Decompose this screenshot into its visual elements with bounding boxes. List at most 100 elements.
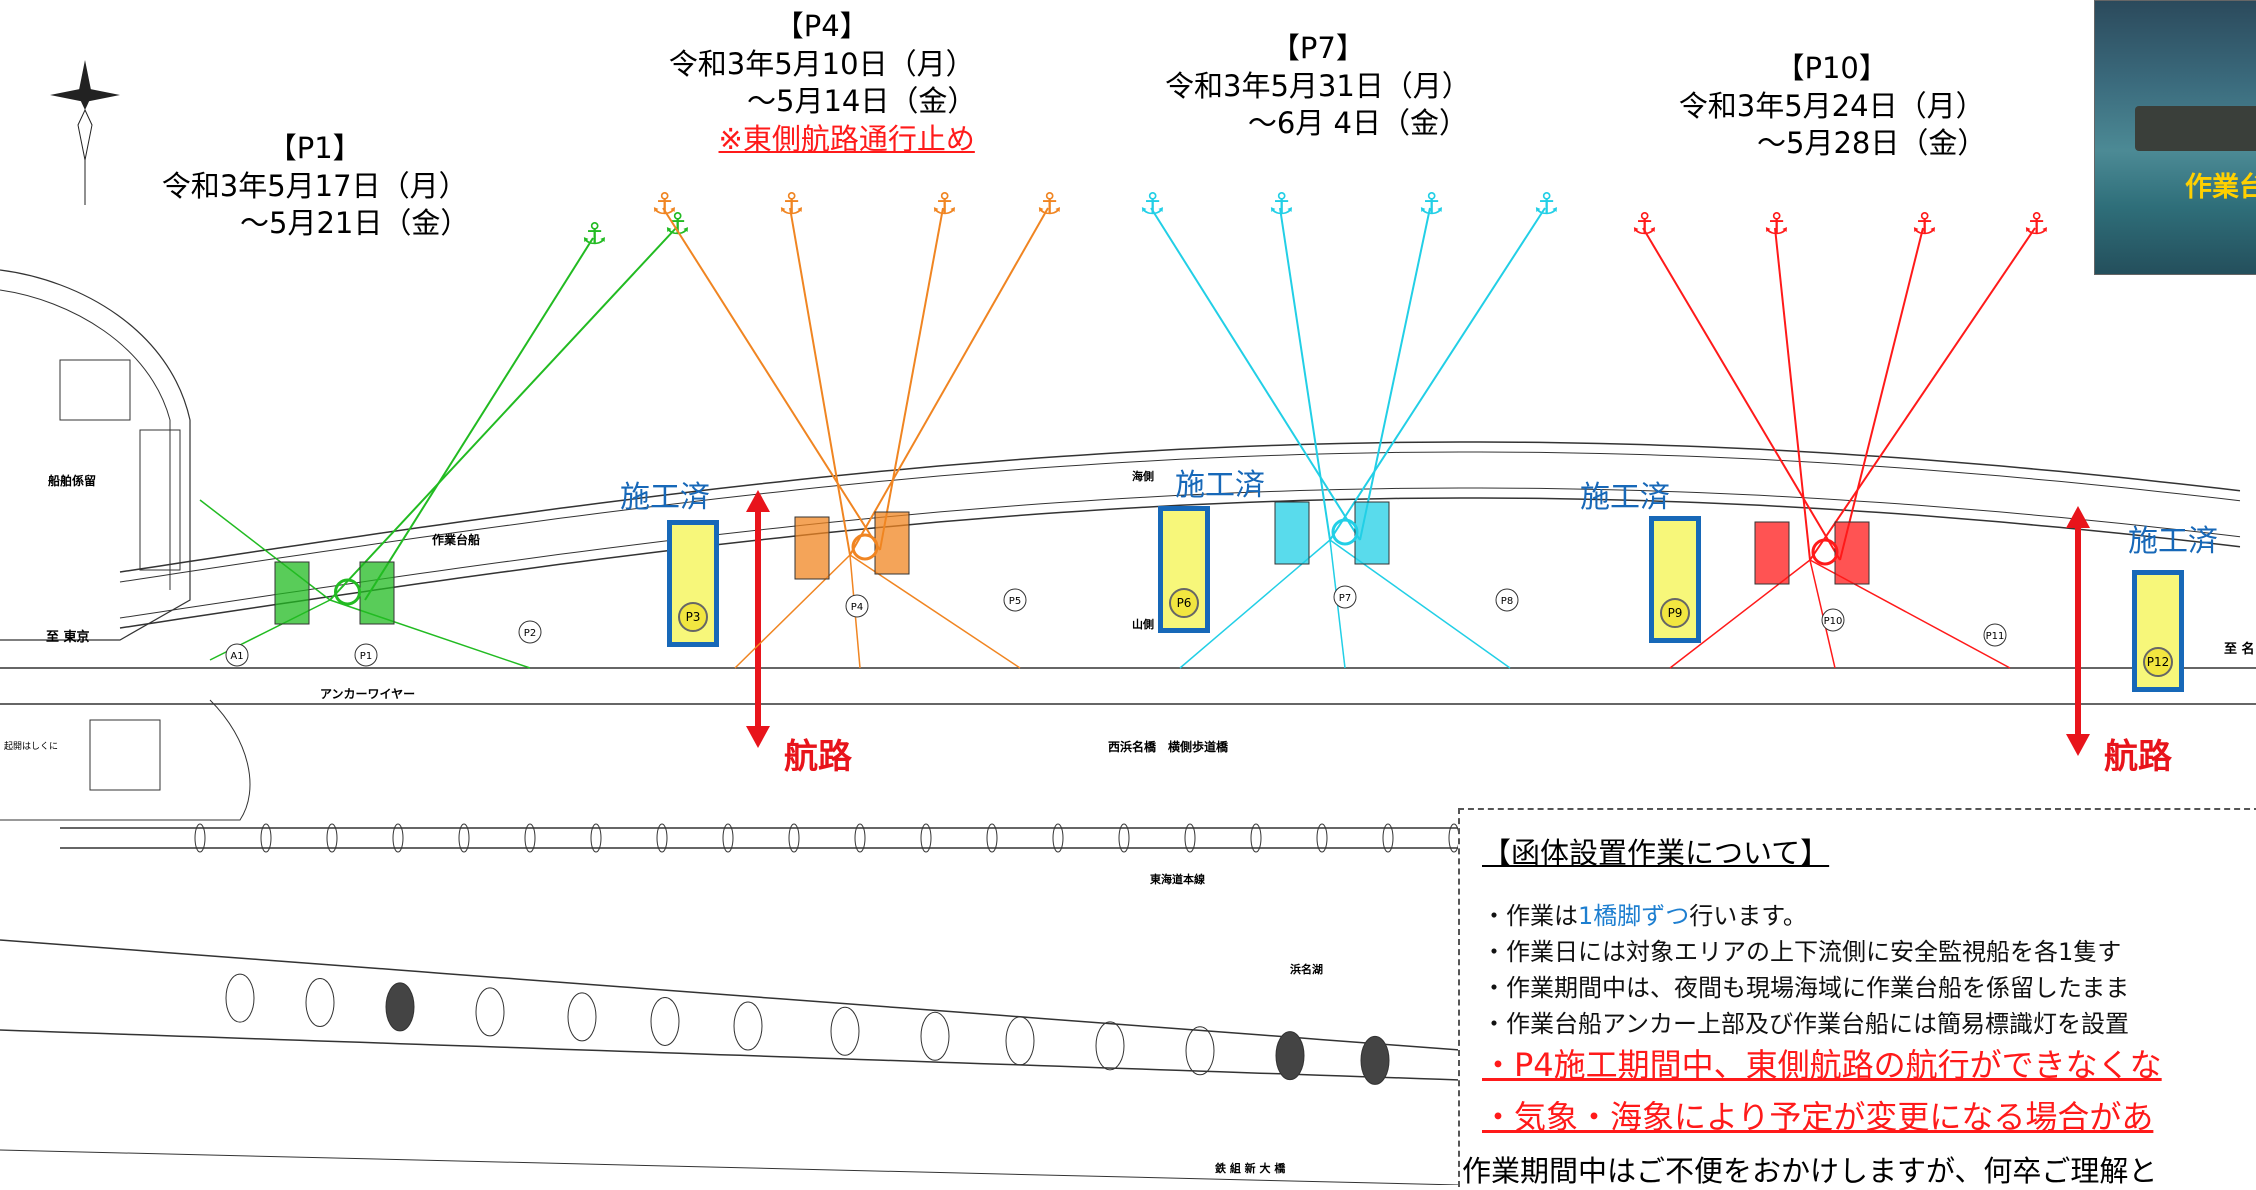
photo-caption: 作業台: [2185, 172, 2256, 203]
anchor-icon: ⚓: [664, 207, 691, 242]
completed-pier-p3: P3: [667, 520, 719, 647]
info-item: ・作業期間中は、夜間も現場海域に作業台船を係留したまま: [1482, 968, 2129, 1003]
completed-label-p3: 施工済: [620, 480, 710, 515]
work-barge: [1754, 521, 1790, 585]
railway-pier: [1118, 823, 1130, 853]
anchor-wire: [1329, 207, 1546, 541]
anchor-icon: ⚓: [1418, 187, 1445, 222]
anchor-icon: ⚓: [1139, 187, 1166, 222]
railway-pier: [788, 823, 800, 853]
work-barge: [359, 561, 395, 625]
railway-pier: [722, 823, 734, 853]
pier-tag: [1495, 588, 1519, 612]
new-bridge-pier: [1095, 1021, 1125, 1071]
label-misc: 起開はしくに: [4, 742, 59, 752]
info-title: 【函体設置作業について】: [1482, 836, 1830, 870]
anchor-icon: ⚓: [931, 187, 958, 222]
new-bridge-pier: [567, 992, 597, 1042]
label-boat-storage: 船舶係留: [48, 474, 97, 488]
completed-label-p9: 施工済: [1580, 480, 1670, 515]
info-item: ・作業台船アンカー上部及び作業台船には簡易標識灯を設置: [1482, 1004, 2129, 1039]
building: [89, 719, 161, 791]
phase-end: 〜5月21日（金）: [240, 206, 470, 241]
railway-pier: [1184, 823, 1196, 853]
pier-tag: [1821, 608, 1845, 632]
info-item-text: ・作業は: [1482, 902, 1578, 930]
info-item-text: ・作業期間中は、夜間も現場海域に作業台船を係留したまま: [1482, 974, 2130, 1002]
phase-label-p4: 【P4】 令和3年5月10日（月） 〜5月14日（金） ※東側航路通行止め: [667, 8, 977, 159]
work-barge: [1274, 501, 1310, 565]
phase-label-p1: 【P1】 令和3年5月17日（月） 〜5月21日（金）: [160, 130, 470, 243]
pier-caisson: [1811, 538, 1839, 566]
pier-tag-text: P5: [1009, 596, 1021, 607]
info-item-text: ・作業日には対象エリアの上下流側に安全監視船を各1隻す: [1482, 938, 2122, 966]
anchor-icon: ⚓: [581, 217, 608, 252]
anchor-icon: ⚓: [778, 187, 805, 222]
work-barge: [1354, 501, 1390, 565]
new-bridge-pier: [385, 982, 415, 1032]
pier-tag: P6: [1169, 588, 1199, 618]
info-item: ・作業は1橋脚ずつ行います。: [1482, 896, 1807, 931]
anchor-wire: [1839, 227, 1924, 561]
info-item-highlight: 1橋脚ずつ: [1578, 902, 1690, 930]
barge-image: [2135, 106, 2256, 151]
phase-note: ※東側航路通行止め: [718, 122, 975, 157]
new-bridge-pier: [1185, 1026, 1215, 1076]
pier-caisson: [334, 578, 361, 606]
anchor-wire: [1774, 227, 1811, 561]
anchor-icon: ⚓: [651, 187, 678, 222]
phase-end: 〜5月14日（金）: [747, 84, 977, 119]
phase-start: 令和3年5月17日（月）: [161, 168, 468, 203]
new-bridge-pier: [225, 973, 255, 1023]
pier-tag: P9: [1660, 598, 1690, 628]
phase-header: 【P4】: [774, 9, 869, 43]
info-closing: 作業期間中はご不便をおかけしますが、何卒ご理解と: [1462, 1154, 2158, 1188]
anchor-icon: ⚓: [1533, 187, 1560, 222]
north-arrow-icon: [77, 108, 93, 161]
pier-tag: [845, 594, 869, 618]
phase-label-p10: 【P10】 令和3年5月24日（月） 〜5月28日（金）: [1677, 50, 1987, 163]
label-to-other: 至 名: [2224, 642, 2255, 657]
completed-label-p6: 施工済: [1175, 468, 1265, 503]
bridge-deck-line: [119, 451, 2241, 583]
railway-pier: [326, 823, 338, 853]
anchor-icon: ⚓: [1631, 207, 1658, 242]
pier-tag: [1983, 623, 2007, 647]
new-bridge-pier: [650, 996, 680, 1046]
completed-pier-p6: P6: [1158, 506, 1210, 633]
label-to-tokyo: 至 東京: [46, 630, 90, 645]
label-anchor-wire: アンカーワイヤー: [320, 687, 416, 701]
info-item-text: ・作業台船アンカー上部及び作業台船には簡易標識灯を設置: [1482, 1010, 2130, 1038]
pier-tag: [1333, 585, 1357, 609]
railway-pier: [524, 823, 536, 853]
pier-tag-text: P4: [851, 602, 863, 613]
label-sea-side: 海側: [1132, 470, 1154, 483]
anchor-wire: [1642, 227, 1841, 561]
anchor-icon: ⚓: [1036, 187, 1063, 222]
new-bridge-pier: [920, 1011, 950, 1061]
phase-end: 〜6月 4日（金）: [1247, 106, 1468, 141]
info-warning: ・P4施工期間中、東側航路の航行ができなくな: [1482, 1046, 2162, 1084]
phase-header: 【P10】: [1775, 51, 1888, 85]
phase-start: 令和3年5月31日（月）: [1165, 68, 1471, 103]
railway-pier: [854, 823, 866, 853]
anchor-wire: [662, 207, 881, 551]
shore-outline: [0, 289, 171, 590]
info-item-text: 行います。: [1689, 902, 1807, 930]
phase-start: 令和3年5月24日（月）: [1678, 88, 1985, 123]
north-arrow-icon: [50, 88, 120, 102]
phase-start: 令和3年5月10日（月）: [668, 46, 975, 81]
anchor-icon: ⚓: [1268, 187, 1295, 222]
anchor-icon: ⚓: [2023, 207, 2050, 242]
label-work-barge: 作業台船: [432, 533, 481, 547]
info-warning: ・気象・海象により予定が変更になる場合があ: [1482, 1098, 2154, 1136]
label-mountain-side: 山側: [1132, 618, 1154, 631]
work-barge-photo: 作業台: [2094, 0, 2256, 275]
label-tomei: 東海道本線: [1150, 873, 1205, 886]
channel-label-west: 航路: [784, 737, 852, 777]
completed-pier-p12: P12: [2132, 570, 2184, 692]
completed-pier-p9: P9: [1649, 516, 1701, 643]
pier-tag: [225, 643, 249, 667]
bridge-deck-line: [119, 497, 2241, 629]
anchor-wire: [879, 207, 944, 551]
